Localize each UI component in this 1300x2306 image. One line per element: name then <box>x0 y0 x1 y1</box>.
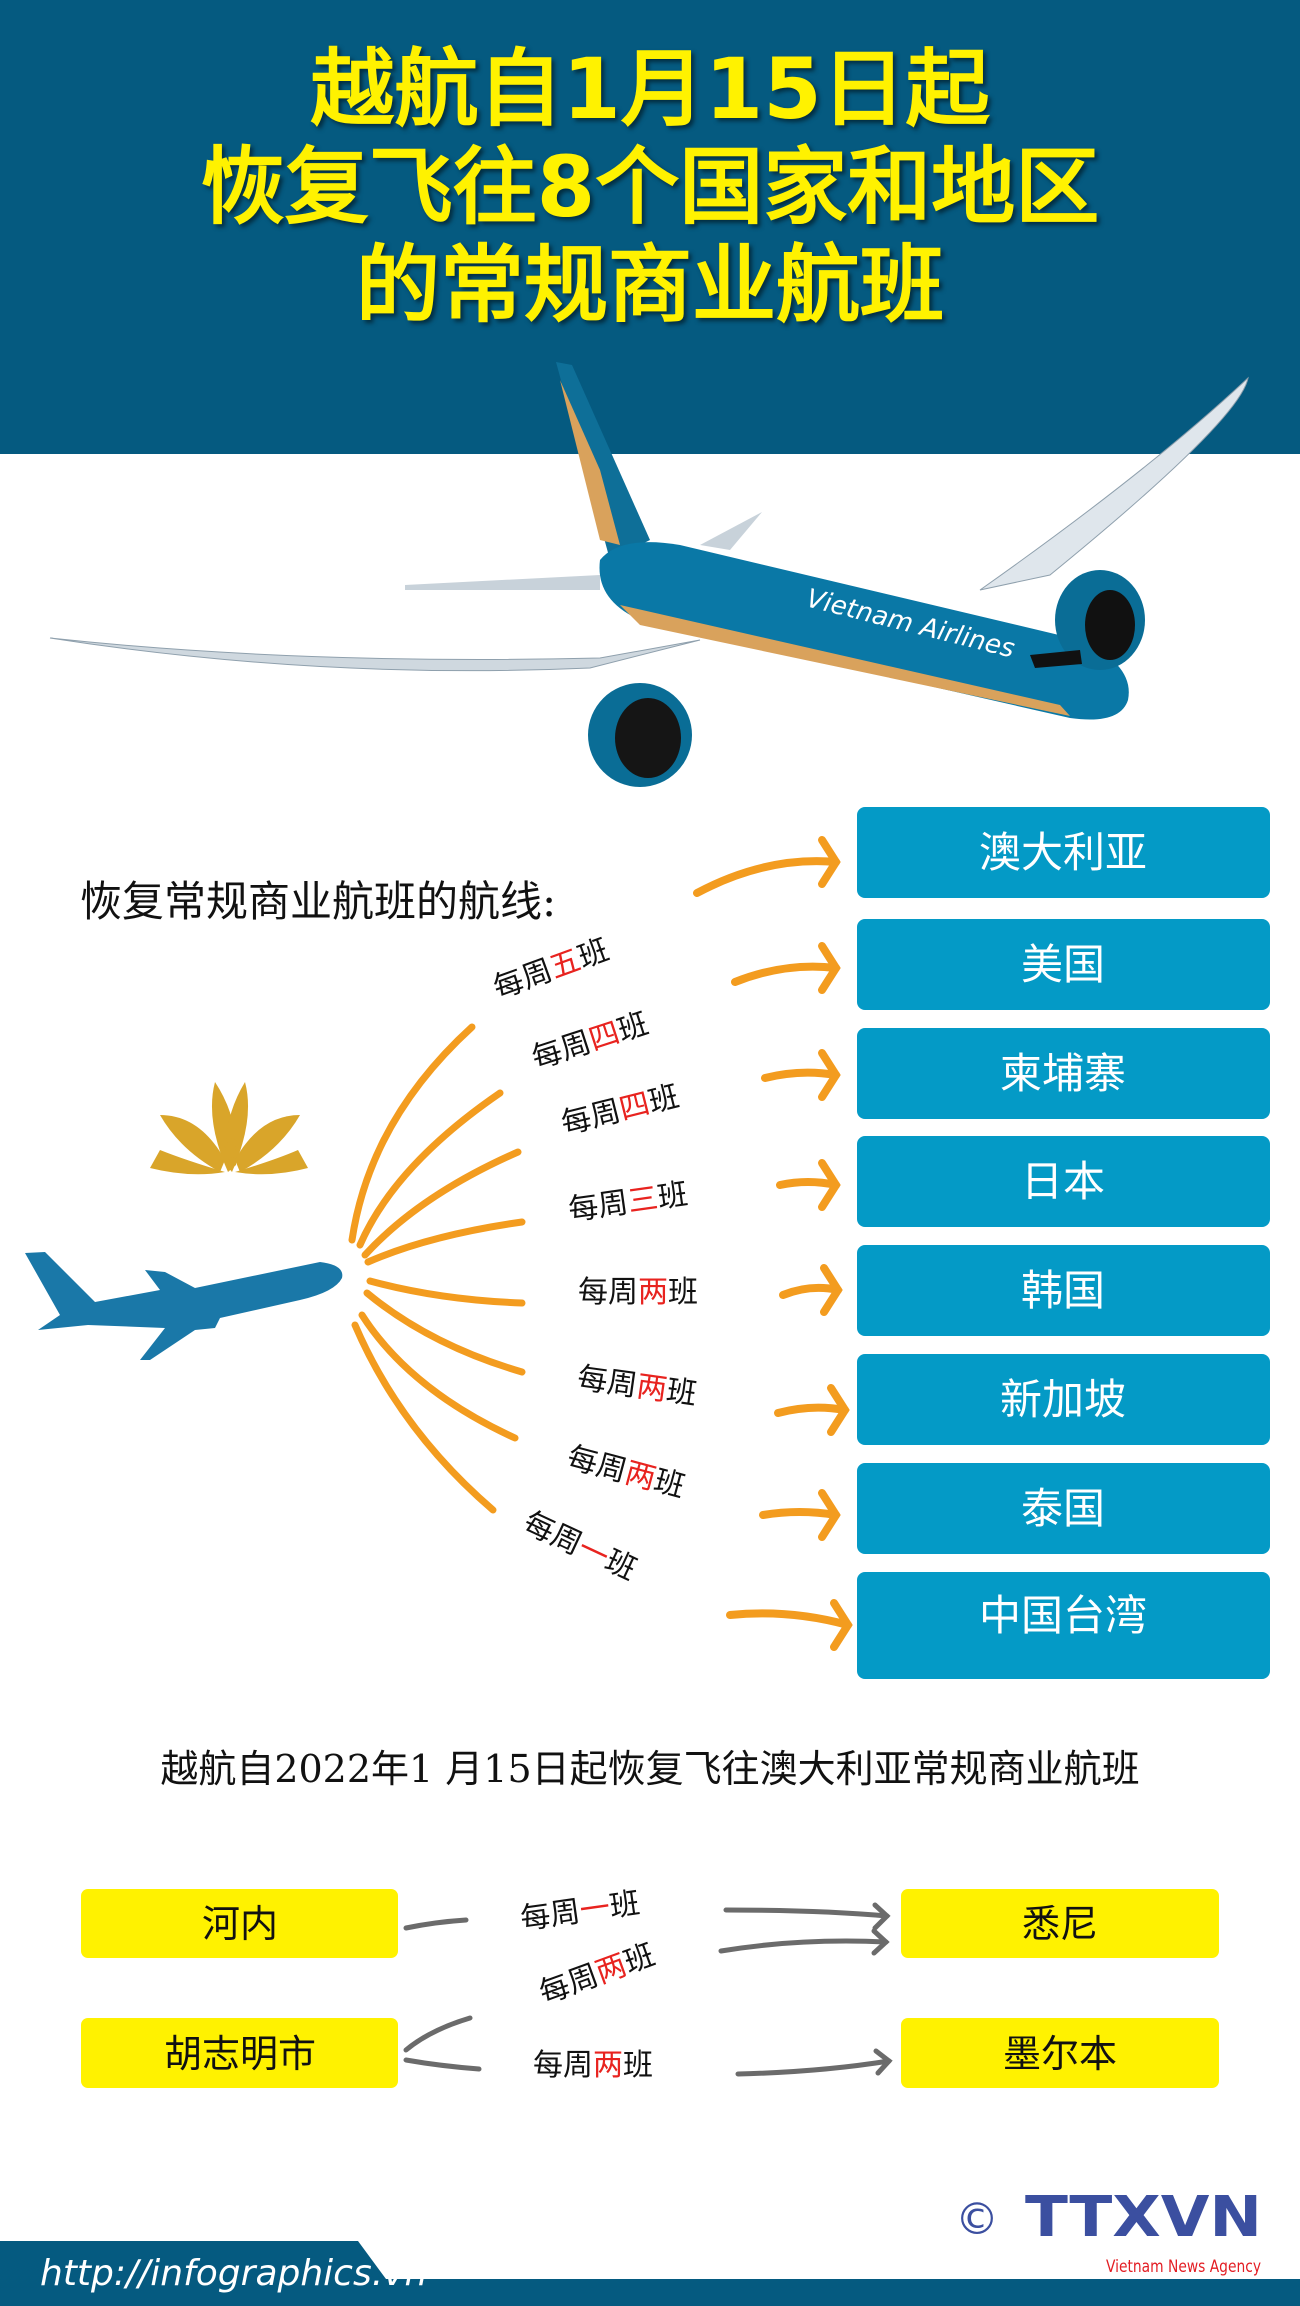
frequency-label: 每周一班 <box>518 1886 642 1937</box>
route-arc <box>348 1023 476 1244</box>
route-arc <box>351 1321 497 1514</box>
origin-hanoi: 河内 <box>81 1889 398 1958</box>
arrowhead <box>818 1159 841 1211</box>
logo-subtitle: Vietnam News Agency <box>1106 2257 1261 2277</box>
destination-box <box>857 1572 1270 1679</box>
route-arrow <box>776 1178 840 1189</box>
australia-connectors <box>403 1902 893 2077</box>
route-arc <box>364 1218 526 1266</box>
footer-url[interactable]: http://infographics.vn <box>40 2253 427 2294</box>
title-line-2: 恢复飞往8个国家和地区 <box>201 138 1099 236</box>
destination-box <box>857 1028 1270 1119</box>
title-line-3: 的常规商业航班 <box>356 236 944 334</box>
destination-name: 中国台湾 <box>979 1591 1147 1640</box>
arrowhead <box>827 1384 850 1436</box>
arrow-hcmc-melbourne <box>735 2058 892 2077</box>
destination-box <box>857 919 1270 1010</box>
destination-name: 美国 <box>1021 940 1105 989</box>
route-list: 每周五班澳大利亚每周四班美国每周四班柬埔寨每周三班日本每周两班韩国每周两班新加坡… <box>489 807 1270 1679</box>
frequency-label: 每周两班 <box>533 2048 653 2083</box>
route-arc <box>361 1148 522 1259</box>
route-arrow <box>693 857 840 897</box>
route-arrow <box>779 1283 842 1299</box>
ttxvn-logo: © TTXVN Vietnam News Agency <box>955 2185 1262 2277</box>
arrowhead <box>818 942 841 994</box>
frequency-label: 每周一班 <box>518 1505 642 1587</box>
arrowhead <box>871 1928 890 1956</box>
arrow-hanoi-sydney <box>723 1907 890 1919</box>
route-arrow <box>774 1403 849 1417</box>
destination-melbourne: 墨尔本 <box>901 2018 1219 2088</box>
copyright-mark: © <box>955 2194 999 2245</box>
route-arc <box>363 1289 526 1376</box>
destination-name: 柬埔寨 <box>1000 1049 1126 1098</box>
route-arc <box>366 1277 526 1307</box>
origin-hcmc: 胡志明市 <box>81 2018 398 2088</box>
svg-text:墨尔本: 墨尔本 <box>1003 2032 1117 2076</box>
frequency-label: 每周三班 <box>566 1177 690 1228</box>
page-title: 越航自1月15日起 恢复飞往8个国家和地区 的常规商业航班 <box>201 40 1099 334</box>
frequency-label: 每周两班 <box>578 1275 698 1310</box>
arrow-hcmc-sydney <box>718 1938 889 1954</box>
destination-box <box>857 807 1270 898</box>
route-arc <box>356 1089 504 1249</box>
frequency-label: 每周两班 <box>535 1938 660 2012</box>
frequency-label: 每周四班 <box>528 1006 653 1076</box>
title-line-1: 越航自1月15日起 <box>310 40 990 138</box>
destination-name: 日本 <box>1021 1157 1105 1206</box>
header-band <box>0 0 1300 454</box>
frequency-label: 每周四班 <box>558 1079 683 1142</box>
arrowhead <box>818 1489 841 1541</box>
svg-text:河内: 河内 <box>202 1902 278 1946</box>
route-arrow <box>759 1508 840 1519</box>
routes-heading: 恢复常规商业航班的航线: <box>80 877 556 926</box>
australia-heading: 越航自2022年1 月15日起恢复飞往澳大利亚常规商业航班 <box>160 1747 1139 1791</box>
destination-sydney: 悉尼 <box>901 1889 1219 1958</box>
destination-box <box>857 1354 1270 1445</box>
arrowhead <box>830 1599 853 1651</box>
route-arrow <box>761 1068 840 1082</box>
logo-text: TTXVN <box>1025 2185 1262 2250</box>
route-arrow <box>731 962 840 986</box>
arrowhead <box>872 1902 891 1931</box>
lotus-logo <box>150 1082 308 1175</box>
arrowhead <box>818 1049 841 1101</box>
frequency-label: 每周两班 <box>563 1440 688 1505</box>
arrowhead <box>820 1264 843 1316</box>
destination-name: 韩国 <box>1021 1266 1105 1315</box>
frequency-label: 每周五班 <box>489 933 614 1007</box>
arrowhead <box>818 836 841 888</box>
route-fan <box>348 1023 526 1514</box>
destination-name: 泰国 <box>1021 1484 1105 1533</box>
destination-box <box>857 1463 1270 1554</box>
svg-text:悉尼: 悉尼 <box>1022 1902 1098 1946</box>
footer-tab <box>0 2241 1300 2306</box>
plane-icon <box>25 1252 343 1360</box>
destination-name: 新加坡 <box>1000 1375 1126 1424</box>
destination-box <box>857 1136 1270 1227</box>
destination-box <box>857 1245 1270 1336</box>
route-arc <box>358 1311 519 1442</box>
destination-name: 澳大利亚 <box>979 828 1147 877</box>
arrowhead <box>873 2048 893 2076</box>
svg-text:胡志明市: 胡志明市 <box>164 2032 316 2076</box>
route-arrow <box>726 1609 852 1629</box>
frequency-label: 每周两班 <box>575 1361 699 1412</box>
